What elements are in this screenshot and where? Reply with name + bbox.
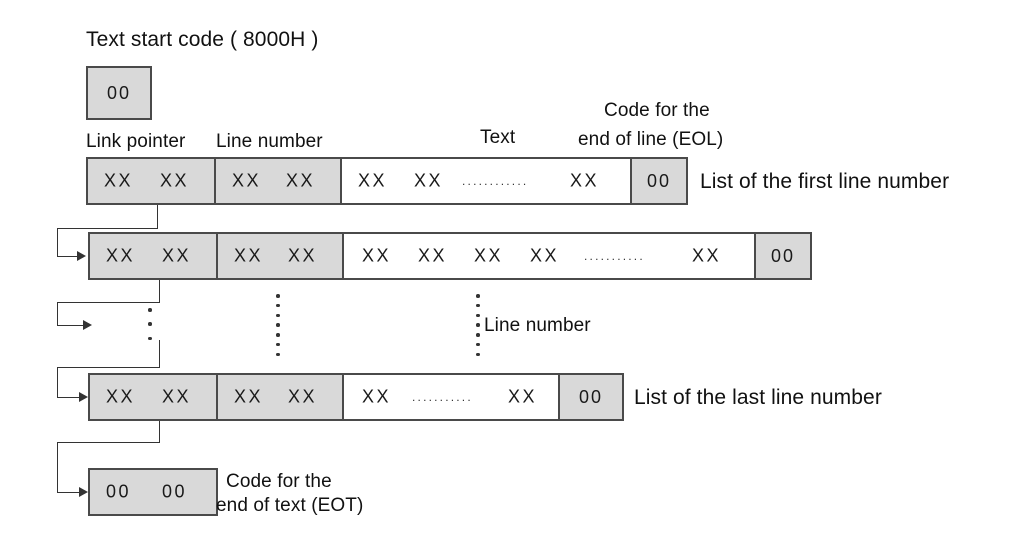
row1-text-segment: XX XX ............ XX [340, 157, 632, 205]
connector-4-down [57, 442, 58, 492]
connector-2-left [57, 302, 160, 303]
connector-1-arrowhead [77, 251, 86, 261]
row3-line-number-byte-0: XX [234, 386, 264, 407]
label-list-of-first-line-number: List of the first line number [700, 170, 950, 193]
label-link-pointer: Link pointer [86, 131, 186, 152]
connector-4-in [57, 492, 81, 493]
row1-line-number-segment: XX XX [214, 157, 342, 205]
connector-2-in [57, 325, 85, 326]
row2-text-byte-3: XX [530, 245, 560, 266]
connector-1-down [57, 228, 58, 256]
connector-2-drop [159, 280, 160, 303]
row1-text-byte-1: XX [414, 170, 444, 191]
row3-text-byte-last: XX [508, 386, 538, 407]
row2-link-pointer-byte-0: XX [106, 245, 136, 266]
label-line-number: Line number [216, 131, 323, 152]
row3-text-segment: XX ........... XX [342, 373, 560, 421]
connector-3-drop [159, 340, 160, 368]
row1-line-number-byte-1: XX [286, 170, 316, 191]
row2-text-byte-2: XX [474, 245, 504, 266]
label-text: Text [480, 127, 516, 148]
row1-link-pointer-segment: XX XX [86, 157, 216, 205]
row2-line-number-byte-0: XX [234, 245, 264, 266]
row2-text-byte-0: XX [362, 245, 392, 266]
row2-text-ellipsis: ........... [584, 249, 645, 263]
row3-text-ellipsis: ........... [412, 390, 473, 404]
row2-line-number-byte-1: XX [288, 245, 318, 266]
connector-2-arrowhead [83, 320, 92, 330]
label-eot-line2: end of text (EOT) [216, 495, 364, 516]
row1-link-pointer-byte-0: XX [104, 170, 134, 191]
eot-byte-1: 00 [162, 481, 188, 502]
row3-text-byte-0: XX [362, 386, 392, 407]
row2-line-number-segment: XX XX [216, 232, 344, 280]
eot-byte-0: 00 [106, 481, 132, 502]
row3-link-pointer-segment: XX XX [88, 373, 218, 421]
label-eol-line2: end of line (EOL) [578, 129, 724, 150]
row1-text-byte-last: XX [570, 170, 600, 191]
row2-link-pointer-byte-1: XX [162, 245, 192, 266]
connector-3-in [57, 397, 81, 398]
label-list-of-last-line-number: List of the last line number [634, 386, 882, 409]
connector-4-arrowhead [79, 487, 88, 497]
row3-line-number-byte-1: XX [288, 386, 318, 407]
label-eot-line1: Code for the [226, 471, 332, 492]
row2-eol-cell: 00 [754, 232, 812, 280]
connector-1-left [57, 228, 158, 229]
connector-4-drop [159, 421, 160, 443]
label-eol-line1: Code for the [604, 100, 710, 121]
row3-eol-cell: 00 [558, 373, 624, 421]
connector-3-arrowhead [79, 392, 88, 402]
row1-line-number-byte-0: XX [232, 170, 262, 191]
continuation-dots-link-pointer [146, 308, 154, 340]
text-start-code-box: 00 [86, 66, 152, 120]
row2-link-pointer-segment: XX XX [88, 232, 218, 280]
connector-4-left [57, 442, 160, 443]
row2-text-byte-last: XX [692, 245, 722, 266]
row2-text-segment: XX XX XX XX ........... XX [342, 232, 756, 280]
label-middle-line-number: Line number [484, 315, 591, 336]
continuation-dots-line-number [274, 294, 282, 356]
connector-1-in [57, 256, 79, 257]
connector-3-down [57, 367, 58, 397]
row1-text-byte-0: XX [358, 170, 388, 191]
row3-link-pointer-byte-0: XX [106, 386, 136, 407]
continuation-dots-text [474, 294, 482, 356]
row1-eol-cell: 00 [630, 157, 688, 205]
row1-link-pointer-byte-1: XX [160, 170, 190, 191]
eot-box: 00 00 [88, 468, 218, 516]
connector-1-drop [157, 205, 158, 229]
connector-2-down [57, 302, 58, 325]
connector-3-left [57, 367, 160, 368]
row1-text-ellipsis: ............ [462, 174, 529, 188]
row3-link-pointer-byte-1: XX [162, 386, 192, 407]
row2-text-byte-1: XX [418, 245, 448, 266]
row3-line-number-segment: XX XX [216, 373, 344, 421]
text-start-code-title: Text start code ( 8000H ) [86, 28, 319, 51]
